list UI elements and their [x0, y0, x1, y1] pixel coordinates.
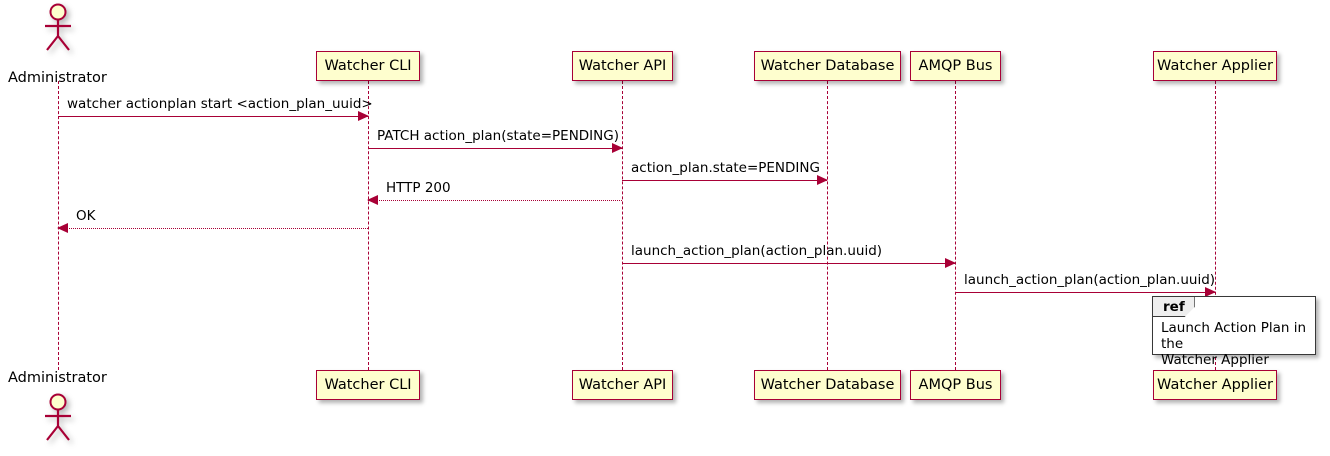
actor-label-administrator-bottom: Administrator — [8, 370, 107, 386]
message-label-m7: launch_action_plan(action_plan.uuid) — [964, 272, 1216, 288]
participant-amqp_bus-top[interactable]: AMQP Bus — [910, 51, 1001, 81]
participant-watcher_api-top[interactable]: Watcher API — [572, 51, 673, 81]
lifeline-watcher_db — [827, 81, 828, 370]
arrowhead-m5 — [57, 223, 68, 233]
message-label-m1: watcher actionplan start <action_plan_uu… — [67, 96, 373, 112]
message-line-m6 — [622, 263, 955, 264]
message-line-m7 — [955, 292, 1215, 293]
message-label-m3: action_plan.state=PENDING — [631, 160, 820, 176]
lifeline-amqp_bus — [955, 81, 956, 370]
arrowhead-m6 — [945, 258, 956, 268]
arrowhead-m4 — [367, 195, 378, 205]
participant-watcher_cli-bottom[interactable]: Watcher CLI — [316, 370, 420, 400]
participant-watcher_api-bottom[interactable]: Watcher API — [572, 370, 673, 400]
actor-administrator-bottom — [41, 393, 75, 441]
lifeline-watcher_api — [622, 81, 623, 370]
participant-amqp_bus-bottom[interactable]: AMQP Bus — [910, 370, 1001, 400]
participant-watcher_applier-bottom[interactable]: Watcher Applier — [1153, 370, 1277, 400]
lifeline-watcher_cli — [368, 81, 369, 370]
participant-watcher_applier-top[interactable]: Watcher Applier — [1153, 51, 1277, 81]
lifeline-watcher_applier — [1215, 81, 1216, 370]
message-label-m6: launch_action_plan(action_plan.uuid) — [631, 243, 883, 259]
participant-watcher_db-bottom[interactable]: Watcher Database — [754, 370, 901, 400]
arrowhead-m2 — [612, 143, 623, 153]
actor-label-administrator-top: Administrator — [8, 70, 107, 86]
message-line-m4 — [368, 200, 622, 201]
message-label-m2: PATCH action_plan(state=PENDING) — [377, 128, 619, 144]
ref-fragment-keyword: ref — [1153, 297, 1195, 317]
ref-fragment-line-1: Launch Action Plan in the — [1161, 320, 1307, 352]
participant-watcher_db-top[interactable]: Watcher Database — [754, 51, 901, 81]
message-label-m5: OK — [76, 208, 96, 224]
message-line-m2 — [368, 148, 622, 149]
arrowhead-m3 — [817, 175, 828, 185]
participant-watcher_cli-top[interactable]: Watcher CLI — [316, 51, 420, 81]
message-line-m1 — [58, 116, 368, 117]
actor-administrator-top — [41, 3, 75, 51]
message-line-m5 — [58, 228, 368, 229]
message-label-m4: HTTP 200 — [386, 180, 451, 196]
ref-fragment-line-2: Watcher Applier — [1161, 352, 1269, 368]
arrowhead-m1 — [358, 111, 369, 121]
message-line-m3 — [622, 180, 827, 181]
arrowhead-m7 — [1205, 287, 1216, 297]
